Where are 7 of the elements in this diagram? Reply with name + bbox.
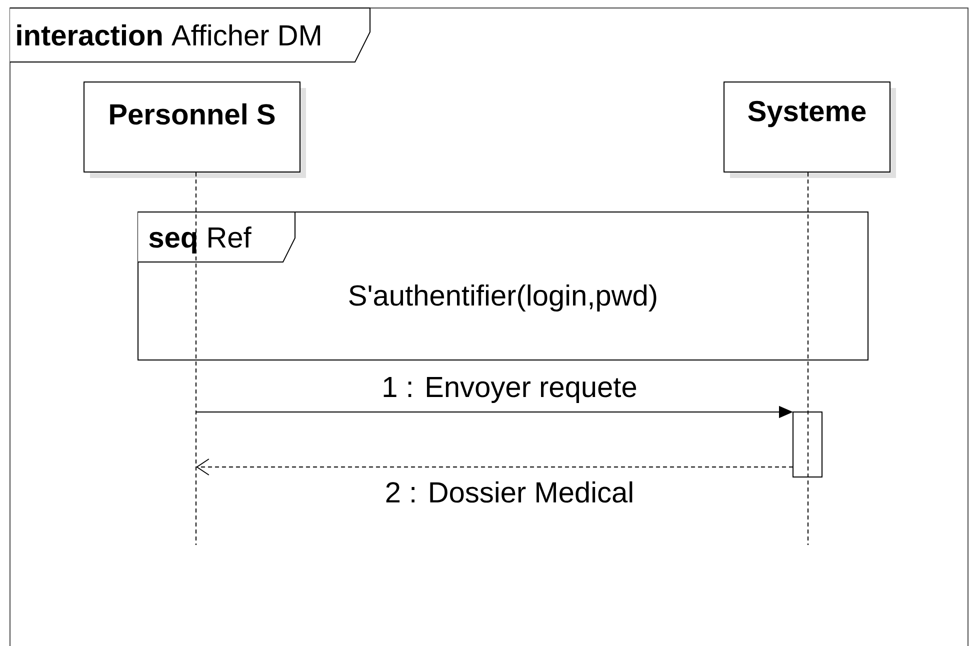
message-label: 2 : Dossier Medical xyxy=(386,481,632,503)
activation-bar xyxy=(792,412,822,478)
message-arrow xyxy=(196,458,794,476)
lifeline-head-box: Systeme xyxy=(724,82,896,178)
message-label: 1 : Envoyer requete xyxy=(384,377,636,403)
lifeline-head-box: Personnel S xyxy=(84,82,306,178)
ref-fragment: seq Ref S'authentifier(login,pwd) xyxy=(138,212,868,360)
